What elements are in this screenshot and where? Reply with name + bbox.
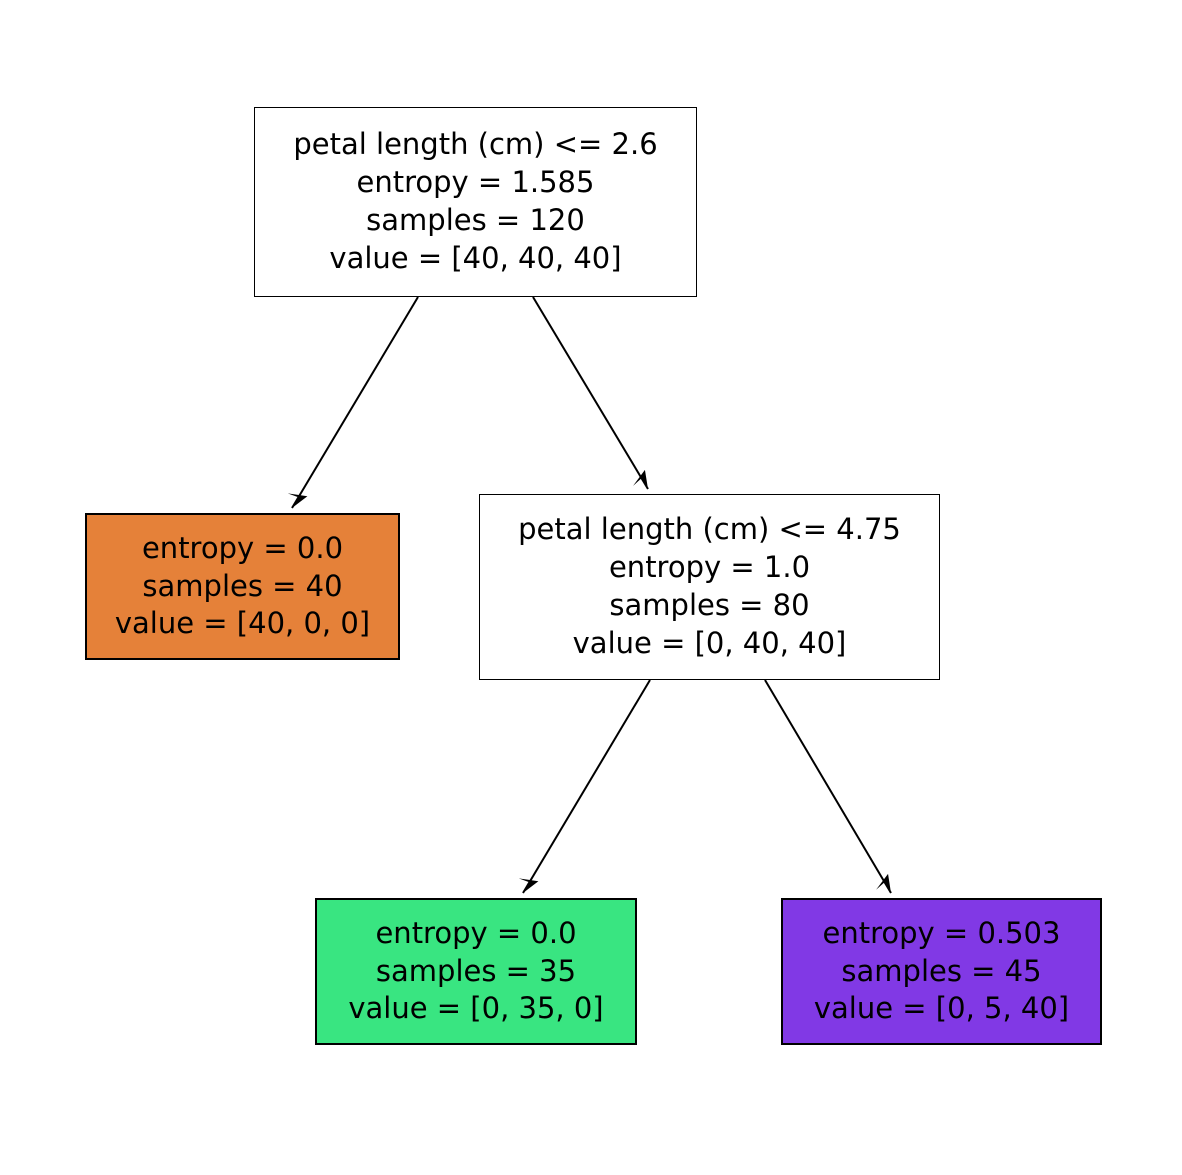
edge-internal-to-leaf-purple — [764, 679, 892, 894]
node-text-line: value = [0, 5, 40] — [813, 991, 1070, 1026]
node-text-line: value = [40, 0, 0] — [114, 606, 371, 641]
node-text-line: petal length (cm) <= 2.6 — [293, 127, 658, 162]
edge-root-to-internal — [532, 296, 649, 490]
node-text-line: entropy = 0.503 — [822, 915, 1061, 950]
edge-internal-to-leaf-green — [518, 679, 651, 894]
node-text-line: entropy = 0.0 — [141, 530, 344, 565]
node-text-line: entropy = 1.585 — [356, 165, 595, 200]
node-text-line: entropy = 0.0 — [375, 915, 577, 950]
edge-root-to-leaf-orange — [287, 296, 419, 509]
node-text-line: samples = 80 — [609, 588, 810, 622]
node-text-line: samples = 45 — [841, 953, 1042, 988]
node-text-line: value = [0, 40, 40] — [572, 625, 847, 660]
node-text-line: petal length (cm) <= 4.75 — [518, 512, 901, 547]
node-text-line: samples = 120 — [366, 203, 585, 237]
node-text-line: samples = 35 — [375, 953, 577, 988]
node-text-line: value = [40, 40, 40] — [329, 240, 622, 275]
node-text-line: value = [0, 35, 0] — [348, 991, 604, 1026]
node-text-line: samples = 40 — [142, 568, 343, 603]
node-text-line: entropy = 1.0 — [608, 550, 811, 585]
